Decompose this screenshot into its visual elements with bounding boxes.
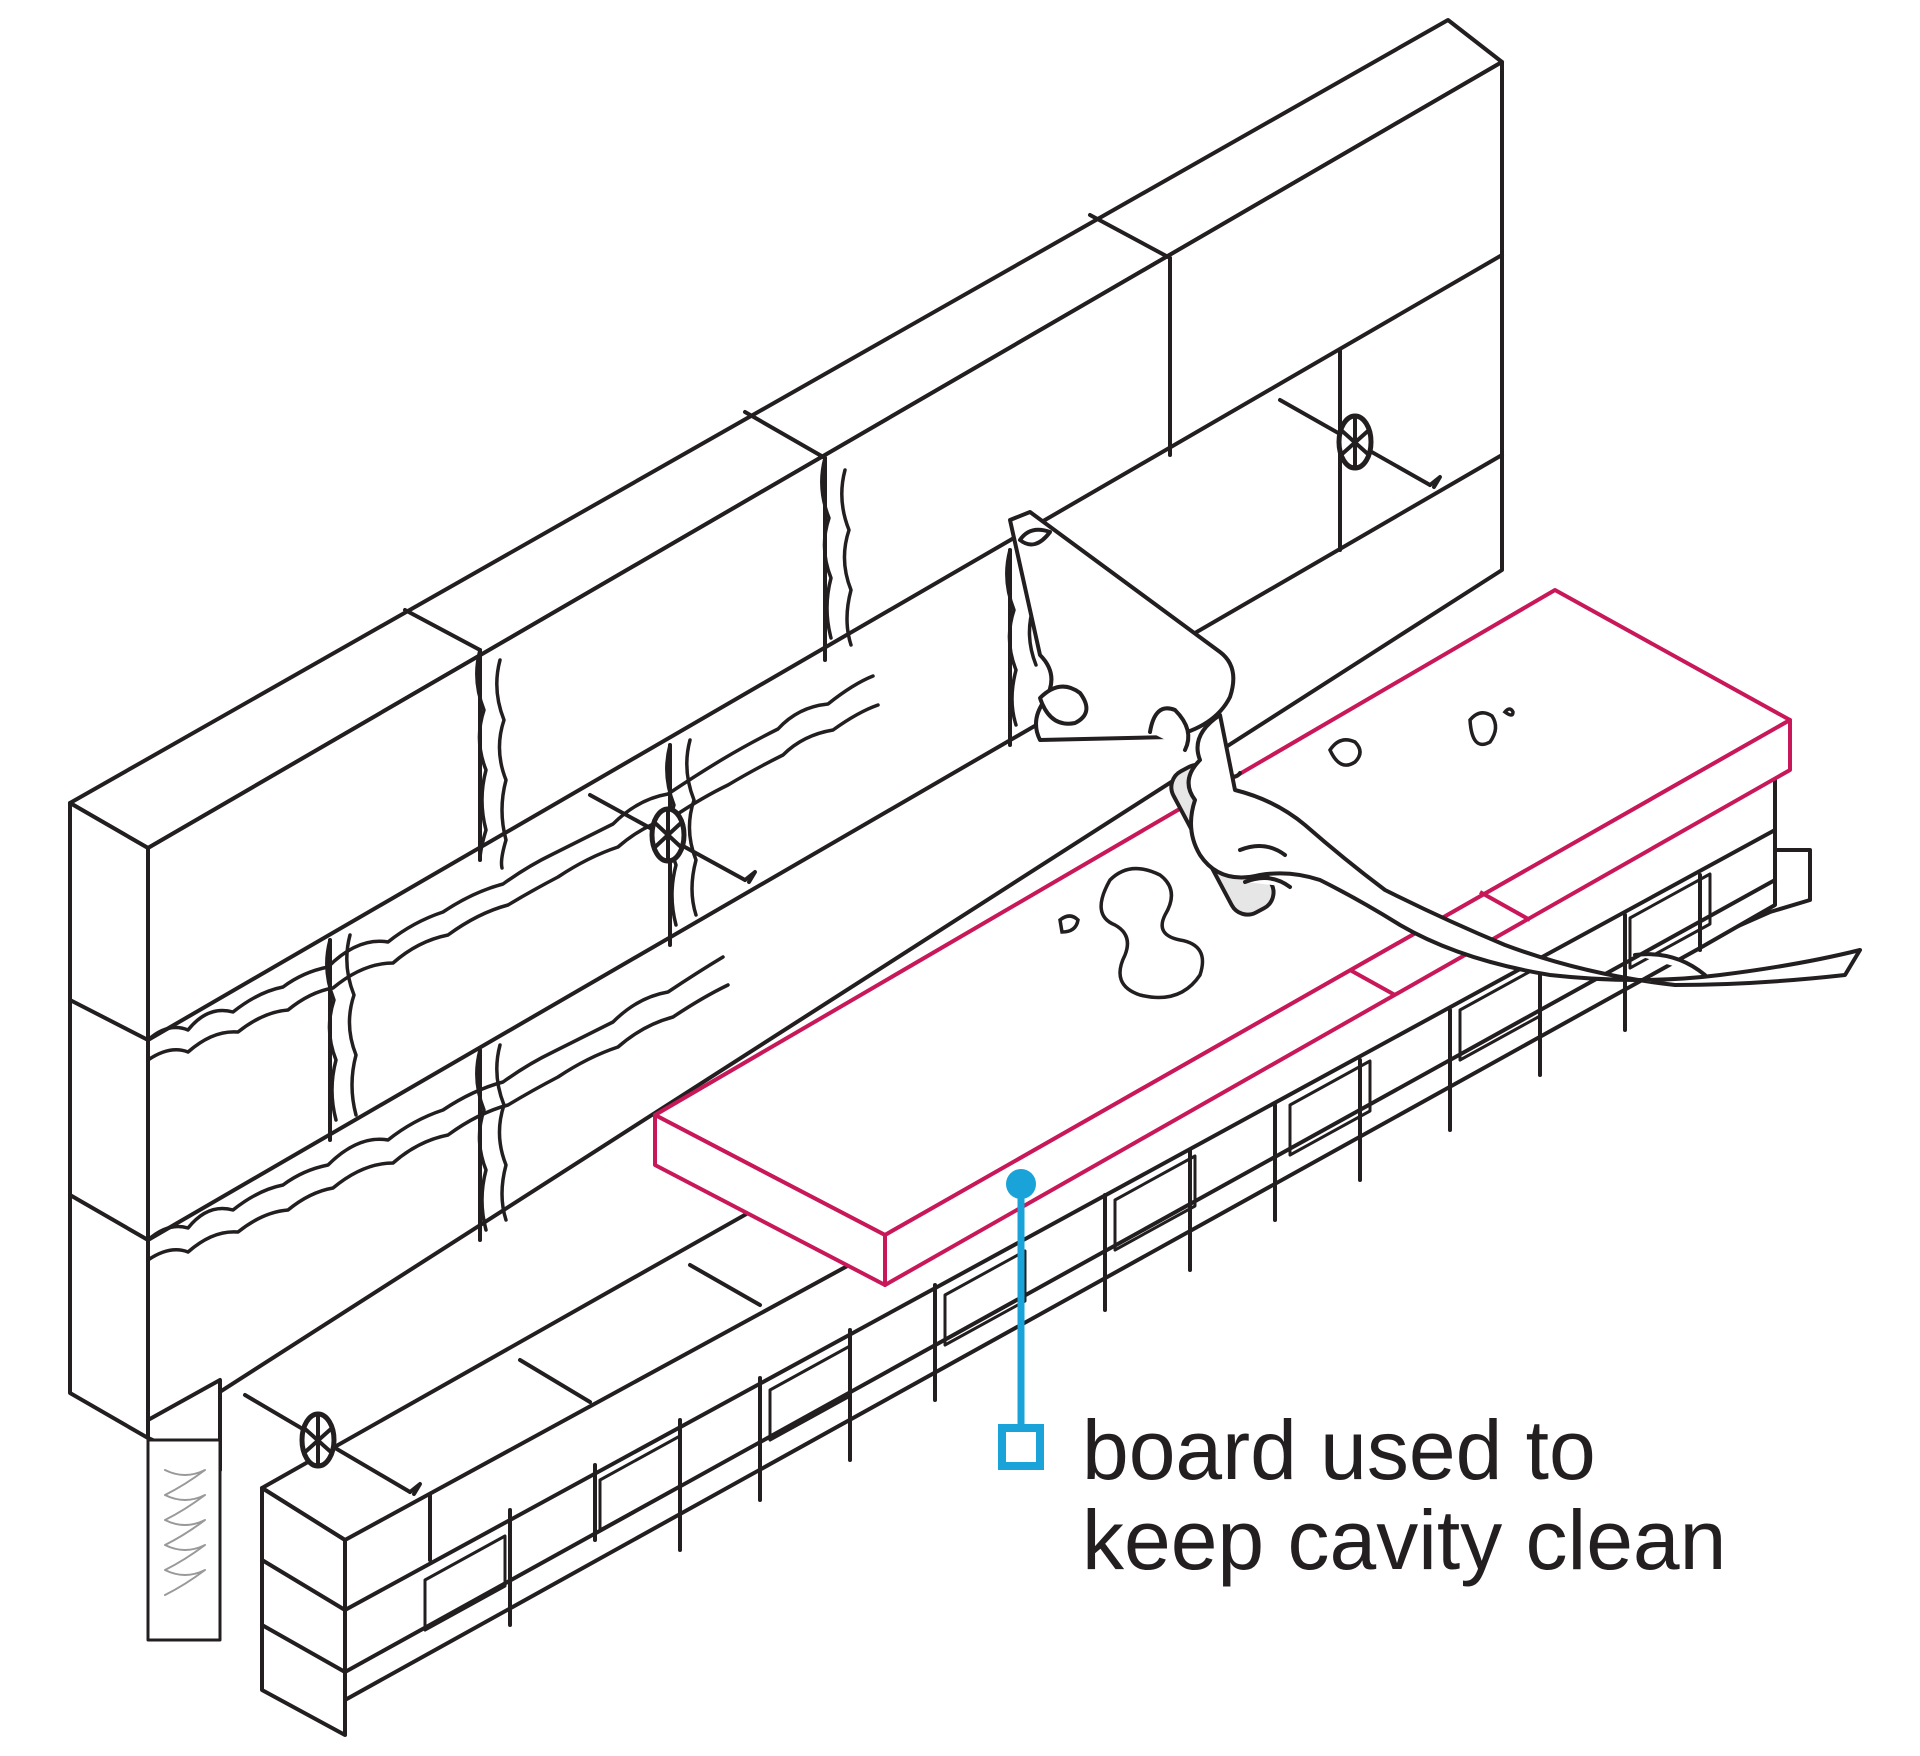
hand-icon xyxy=(1186,713,1862,987)
insulation-batt-icon xyxy=(146,1378,222,1642)
mortar-joints xyxy=(146,456,1038,1262)
wall-tie-icon xyxy=(1278,398,1442,489)
block-wall-end xyxy=(68,801,150,1440)
brick-wall-end xyxy=(260,1486,347,1737)
mortar-droppings xyxy=(1058,707,1515,1000)
callout-line-1: board used to xyxy=(1082,1403,1596,1497)
callout-leader xyxy=(998,1169,1044,1470)
inner-block-leaf xyxy=(68,18,1504,1440)
cavity-board xyxy=(653,588,1792,1287)
callout-label: board used to keep cavity clean xyxy=(1082,1405,1726,1585)
wall-tie-icon xyxy=(588,793,757,884)
callout-line-2: keep cavity clean xyxy=(1082,1493,1727,1587)
cavity-board-side xyxy=(883,718,1792,1287)
callout-marker xyxy=(998,1424,1044,1470)
wall-tie-icon xyxy=(243,1393,422,1496)
